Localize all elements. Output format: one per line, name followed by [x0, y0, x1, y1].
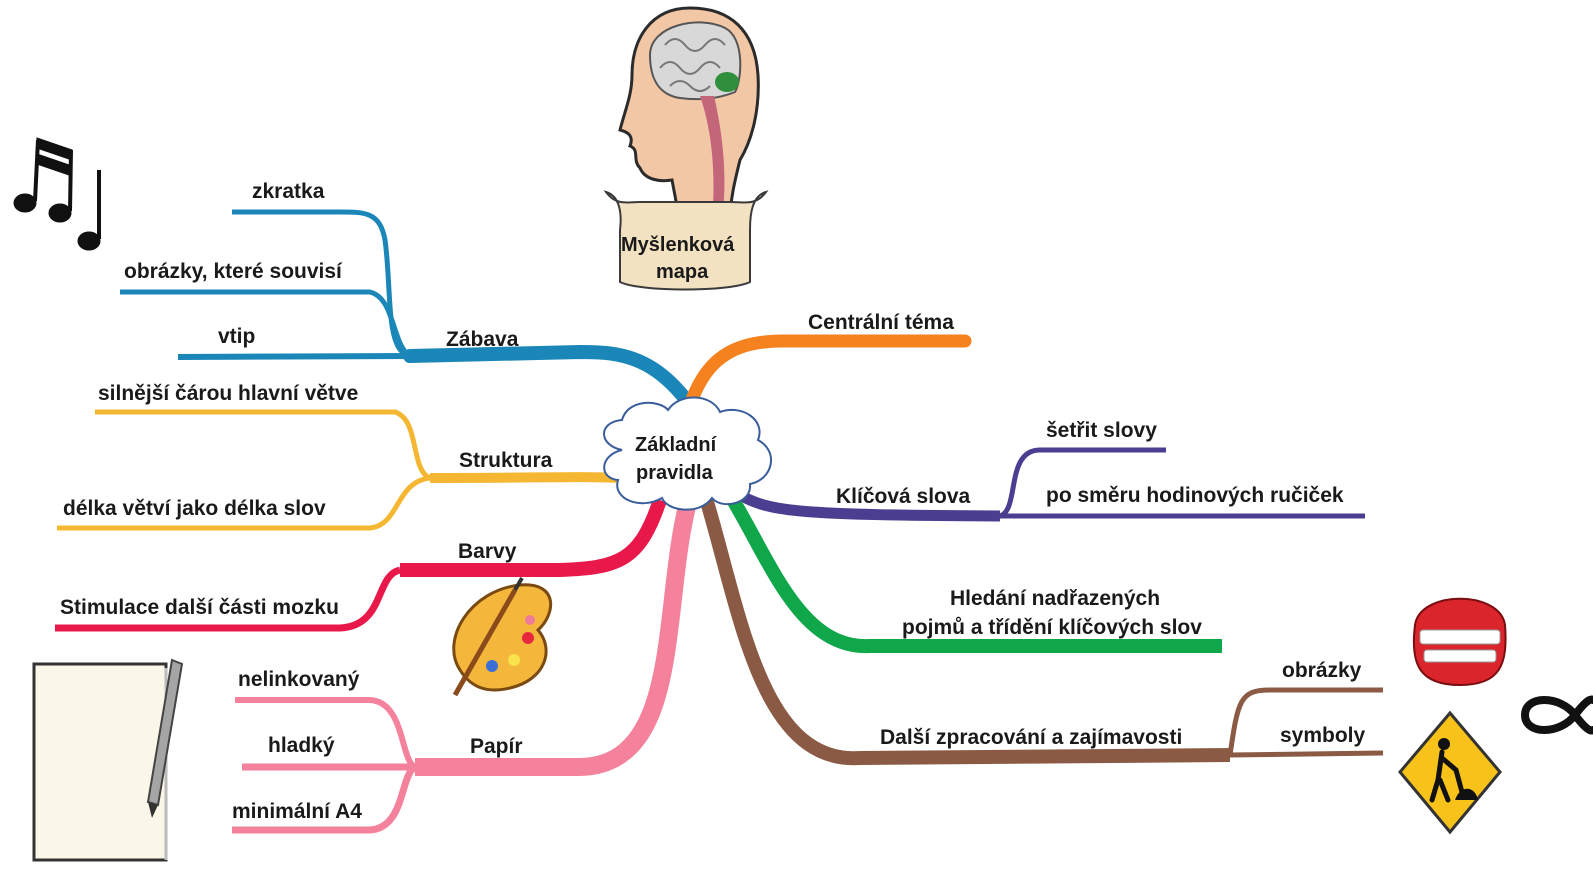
twig-po-smeru-label: po směru hodinových ručiček — [1046, 484, 1344, 507]
branch-dalsi: Další zpracování a zajímavosti obrázky s… — [698, 492, 1384, 766]
paint-red — [522, 632, 534, 644]
twig-hladky-label: hladký — [268, 734, 335, 757]
worker-head — [1438, 738, 1450, 750]
twig-nelinkovany-label: nelinkovaný — [238, 668, 360, 691]
twig-zkratka-label: zkratka — [252, 180, 325, 203]
branch-zabava: Zábava zkratka obrázky, které souvisí vt… — [120, 180, 707, 427]
twig-symboly — [1229, 750, 1384, 758]
paper-pen-icon — [32, 658, 184, 862]
banner-line1: Myšlenková — [621, 234, 735, 256]
sign-diamond — [1398, 710, 1502, 835]
twig-obrazky-label: obrázky — [1282, 659, 1362, 682]
infinity-icon — [1520, 695, 1593, 735]
note-stem-2 — [68, 149, 73, 212]
branch-centralni-label: Centrální téma — [808, 311, 954, 334]
center-line1: Základní — [635, 434, 718, 456]
teeth-icon — [1412, 597, 1507, 687]
brush-tip — [513, 576, 524, 592]
branch-barvy-label: Barvy — [458, 540, 517, 563]
dirt-pile — [1455, 788, 1478, 800]
twig-obrazky-souvisi-label: obrázky, které souvisí — [124, 260, 343, 283]
branch-centralni-line — [678, 334, 972, 427]
banner-line2: mapa — [656, 261, 709, 283]
branch-zabava-label: Zábava — [446, 328, 519, 351]
branch-barvy-main — [400, 497, 667, 577]
branch-klicova-main — [737, 490, 1001, 522]
teeth-lower — [1423, 649, 1497, 663]
note-head-3 — [77, 231, 101, 251]
center-line2: pravidla — [636, 462, 714, 484]
brain-head-icon: Myšlenková mapa — [603, 6, 769, 291]
twig-delka — [57, 475, 431, 531]
twig-silnejsi-label: silnější čárou hlavní větve — [98, 382, 358, 405]
branch-papir-label: Papír — [470, 735, 523, 758]
branch-klicova: Klíčová slova šetřit slovy po směru hodi… — [737, 419, 1365, 522]
twig-setrit-label: šetřit slovy — [1046, 419, 1157, 442]
note-head-2 — [48, 203, 72, 223]
twig-stimulace — [55, 566, 402, 632]
twig-delka-label: délka větví jako délka slov — [63, 497, 326, 520]
center-cloud: Základní pravidla — [603, 396, 772, 511]
brain-stem — [700, 96, 725, 220]
twig-minimalni — [232, 763, 418, 834]
paint-pink — [525, 615, 535, 625]
worker-body — [1429, 749, 1465, 803]
branch-centralni: Centrální téma — [678, 311, 972, 427]
branch-struktura-main — [429, 472, 621, 483]
branch-hledani-line — [724, 491, 1222, 654]
cerebellum — [715, 72, 739, 92]
paper-sheet — [32, 662, 168, 862]
note-stem-1 — [33, 139, 40, 202]
branch-hledani-line2: pojmů a třídění klíčových slov — [902, 616, 1202, 639]
branch-dalsi-main — [698, 492, 1231, 766]
brain-folds — [659, 38, 726, 92]
twig-zkratka — [232, 209, 411, 359]
branch-papir: Papír nelinkovaný hladký minimální A4 — [232, 492, 699, 834]
branch-struktura: Struktura silnější čárou hlavní větve dé… — [57, 382, 621, 531]
twig-obrazky — [1227, 687, 1383, 756]
note-head-1 — [13, 193, 37, 213]
branch-zabava-taper — [409, 349, 581, 359]
twig-vtip — [177, 353, 411, 360]
branch-struktura-label: Struktura — [459, 449, 553, 472]
paint-palette-icon — [452, 576, 553, 697]
branch-hledani-line1: Hledání nadřazených — [950, 587, 1160, 610]
teeth-upper — [1419, 629, 1501, 645]
note-beam-2 — [36, 153, 73, 177]
twig-obrazky-souvisi — [120, 289, 412, 359]
warning-sign-icon — [1398, 710, 1502, 835]
pen-tip — [148, 802, 158, 818]
twig-stimulace-label: Stimulace další části mozku — [60, 596, 339, 619]
twig-nelinkovany — [235, 697, 417, 770]
music-notes-icon — [13, 137, 101, 251]
branch-dalsi-label: Další zpracování a zajímavosti — [880, 726, 1182, 749]
cloud-shape — [603, 396, 772, 511]
branch-klicova-label: Klíčová slova — [836, 485, 971, 508]
brush-handle — [452, 588, 518, 697]
note-beam — [36, 137, 73, 161]
paint-yellow — [508, 654, 520, 666]
branch-hledani: Hledání nadřazených pojmů a třídění klíč… — [724, 491, 1222, 654]
twig-silnejsi — [95, 409, 432, 481]
branch-papir-main — [415, 492, 699, 776]
paint-blue — [486, 660, 498, 672]
twig-symboly-label: symboly — [1280, 724, 1366, 747]
branch-barvy: Barvy Stimulace další části mozku — [55, 497, 667, 632]
infinity-symbol — [1520, 695, 1593, 735]
twig-minimalni-label: minimální A4 — [232, 800, 362, 823]
twig-setrit — [998, 447, 1166, 519]
banner-shape — [603, 190, 769, 291]
twig-vtip-label: vtip — [218, 325, 255, 348]
palette-board — [452, 583, 553, 692]
